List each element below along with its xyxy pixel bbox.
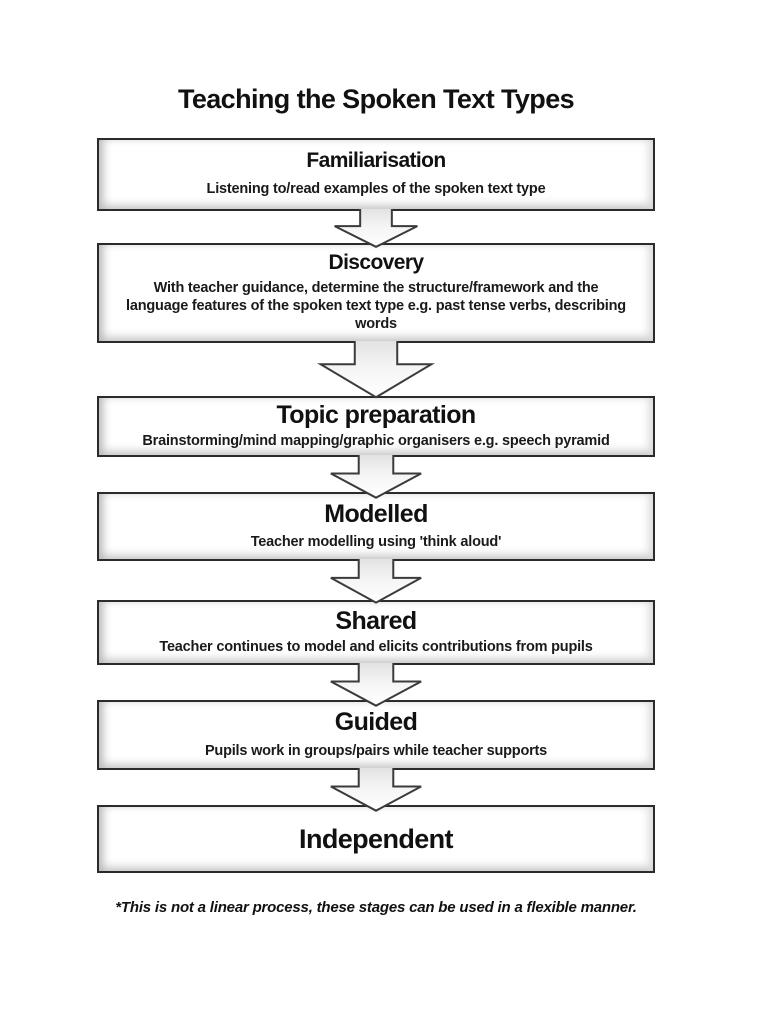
down-block-arrow-icon — [332, 209, 420, 248]
down-block-arrow-icon — [328, 559, 424, 604]
stage-description: Pupils work in groups/pairs while teache… — [204, 742, 548, 759]
stage-title: Guided — [334, 708, 418, 737]
stage-title: Discovery — [328, 250, 425, 274]
down-block-arrow-icon — [328, 768, 424, 812]
stage-box-shared: Shared Teacher continues to model and el… — [97, 600, 655, 665]
stage-box-modelled: Modelled Teacher modelling using 'think … — [97, 492, 655, 561]
stage-title: Shared — [335, 606, 417, 635]
stage-box-familiarisation: Familiarisation Listening to/read exampl… — [97, 138, 655, 211]
down-block-arrow-icon — [328, 663, 424, 707]
stage-description: Teacher continues to model and elicits c… — [159, 639, 593, 656]
stage-box-independent: Independent — [97, 805, 655, 873]
stage-description: Listening to/read examples of the spoken… — [206, 181, 546, 198]
down-block-arrow-icon — [317, 341, 435, 399]
stage-description: Brainstorming/mind mapping/graphic organ… — [142, 432, 610, 449]
stage-title: Independent — [299, 823, 454, 854]
stage-title: Modelled — [324, 499, 428, 528]
page-title: Teaching the Spoken Text Types — [177, 84, 575, 114]
stage-box-guided: Guided Pupils work in groups/pairs while… — [97, 700, 655, 770]
stage-box-topic-preparation: Topic preparation Brainstorming/mind map… — [97, 396, 655, 457]
down-block-arrow-icon — [328, 455, 424, 499]
stage-title: Familiarisation — [306, 148, 446, 172]
footnote: *This is not a linear process, these sta… — [115, 899, 637, 916]
stage-title: Topic preparation — [276, 401, 476, 430]
stage-box-discovery: Discovery With teacher guidance, determi… — [97, 243, 655, 343]
stage-description: With teacher guidance, determine the str… — [126, 280, 626, 333]
stage-description: Teacher modelling using 'think aloud' — [250, 534, 502, 551]
